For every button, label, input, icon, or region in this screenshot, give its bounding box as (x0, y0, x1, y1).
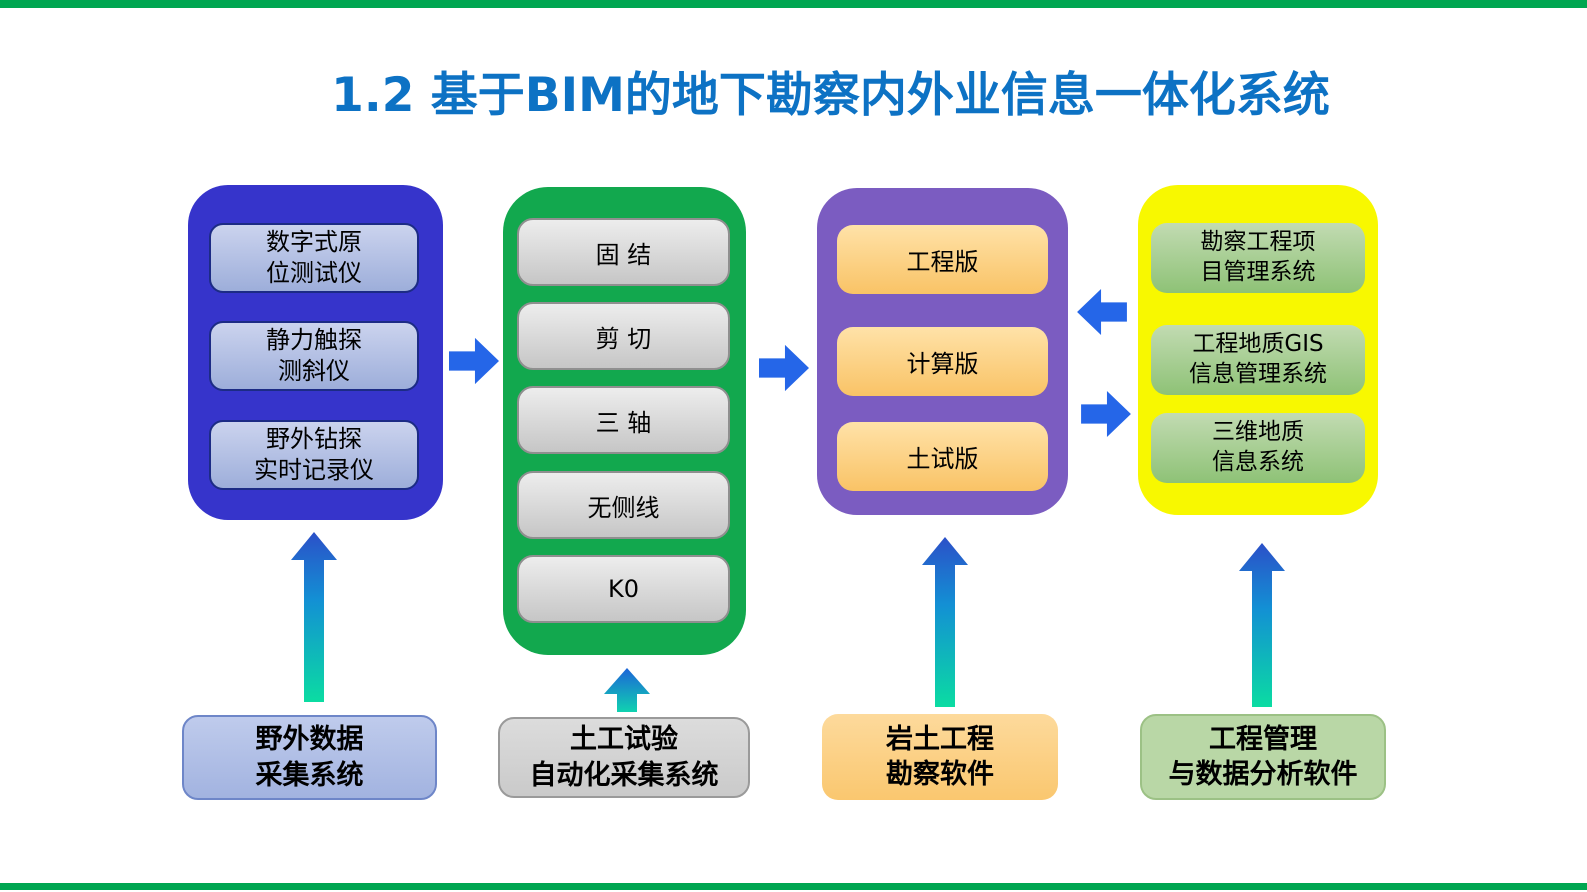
arrow-left-icon (1077, 289, 1127, 335)
item-box: 勘察工程项 目管理系统 (1151, 223, 1365, 293)
item-box: 三维地质 信息系统 (1151, 413, 1365, 483)
slide-title: 1.2 基于BIM的地下勘察内外业信息一体化系统 (331, 68, 1330, 123)
item-box: 剪 切 (517, 302, 730, 370)
item-box: 工程版 (837, 225, 1048, 294)
group-field-test-instruments: 数字式原 位测试仪 静力触探 测斜仪 野外钻探 实时记录仪 (188, 185, 443, 520)
arrow-right-icon (449, 337, 499, 385)
item-box: 三 轴 (517, 386, 730, 454)
group-info-management-systems: 勘察工程项 目管理系统 工程地质GIS 信息管理系统 三维地质 信息系统 (1138, 185, 1378, 515)
item-box: 野外钻探 实时记录仪 (209, 420, 419, 490)
group-soil-lab-tests: 固 结 剪 切 三 轴 无侧线 K0 (503, 187, 746, 655)
group-label-lab-auto-collection: 土工试验 自动化采集系统 (498, 717, 750, 798)
bottom-accent-bar (0, 883, 1587, 890)
arrow-up-icon (922, 537, 968, 707)
item-box: 计算版 (837, 327, 1048, 396)
group-label-field-data-collection: 野外数据 采集系统 (182, 715, 437, 800)
arrow-right-icon (759, 344, 809, 392)
item-box: 固 结 (517, 218, 730, 286)
arrow-right-icon (1081, 391, 1131, 437)
item-box: 工程地质GIS 信息管理系统 (1151, 325, 1365, 395)
item-box: 无侧线 (517, 471, 730, 539)
arrow-up-icon (291, 532, 337, 702)
item-box: K0 (517, 555, 730, 623)
group-survey-software-editions: 工程版 计算版 土试版 (817, 188, 1068, 515)
item-box: 土试版 (837, 422, 1048, 491)
item-box: 数字式原 位测试仪 (209, 223, 419, 293)
arrow-up-icon (1239, 543, 1285, 707)
item-box: 静力触探 测斜仪 (209, 321, 419, 391)
group-label-survey-software: 岩土工程 勘察软件 (822, 714, 1058, 800)
group-label-management-analysis-software: 工程管理 与数据分析软件 (1140, 714, 1386, 800)
arrow-up-icon (604, 668, 650, 712)
top-accent-bar (0, 0, 1587, 8)
